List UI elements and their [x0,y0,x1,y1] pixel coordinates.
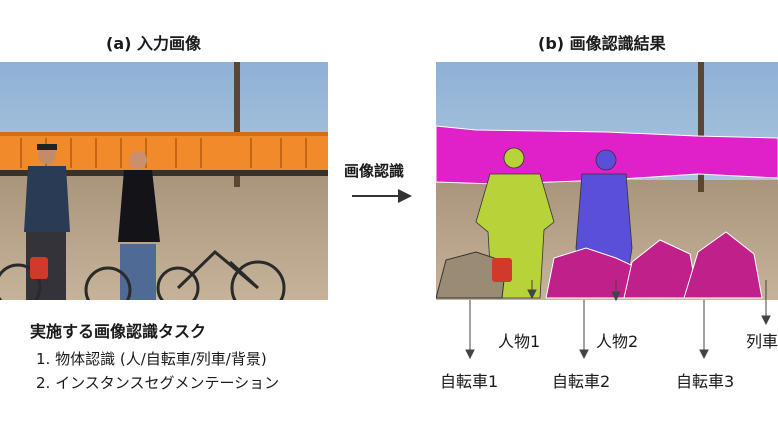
task-item-1: 1. 物体認識 (人/自転車/列車/背景) [36,350,267,368]
input-image-title: (a) 入力画像 [106,34,201,53]
bikes [0,249,286,300]
bike-masks [436,231,763,299]
result-photo-illustration [436,62,778,300]
result-photo [436,62,778,300]
label-person-2: 人物2 [596,332,639,351]
label-bike-3: 自転車3 [676,372,735,391]
label-train: 列車 [746,332,778,351]
result-image-title: (b) 画像認識結果 [538,34,666,53]
person-2 [118,151,160,300]
input-photo [0,62,328,300]
train [0,132,328,176]
task-heading: 実施する画像認識タスク [30,322,207,341]
label-bike-1: 自転車1 [440,372,499,391]
leader-lines [465,280,771,360]
task-item-2: 2. インスタンスセグメンテーション [36,374,280,392]
arrow-label: 画像認識 [344,162,405,180]
label-bike-2: 自転車2 [552,372,611,391]
label-person-1: 人物1 [498,332,541,351]
right-arrow-icon [352,189,412,203]
input-photo-illustration [0,62,328,300]
